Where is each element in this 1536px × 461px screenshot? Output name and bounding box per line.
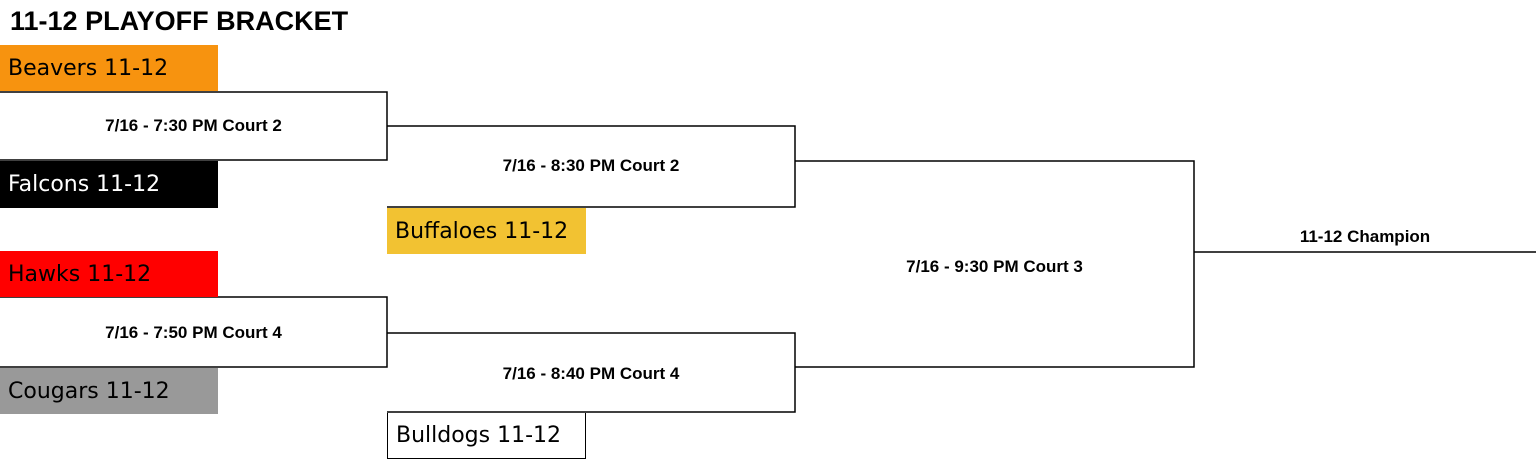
champion-label: 11-12 Champion [1299,227,1431,246]
game-3-label: 7/16 - 8:30 PM Court 2 [502,156,680,175]
bracket-match-2-line [0,296,388,368]
team-cougars: Cougars 11-12 [0,368,218,414]
team-bulldogs: Bulldogs 11-12 [387,413,586,459]
game-2-label: 7/16 - 7:50 PM Court 4 [105,323,282,342]
game-5-label: 7/16 - 9:30 PM Court 3 [906,257,1083,276]
team-buffaloes: Buffaloes 11-12 [387,208,586,254]
bracket-match-4-line [387,332,796,413]
team-falcons: Falcons 11-12 [0,161,218,208]
bracket-match-3-line [387,125,796,208]
game-1-label: 7/16 - 7:30 PM Court 2 [105,116,282,135]
team-hawks: Hawks 11-12 [0,251,218,297]
bracket-final-line [795,160,1195,368]
page-title: 11-12 PLAYOFF BRACKET [10,6,349,36]
game-4-label: 7/16 - 8:40 PM Court 4 [502,364,680,383]
team-beavers: Beavers 11-12 [0,45,218,91]
